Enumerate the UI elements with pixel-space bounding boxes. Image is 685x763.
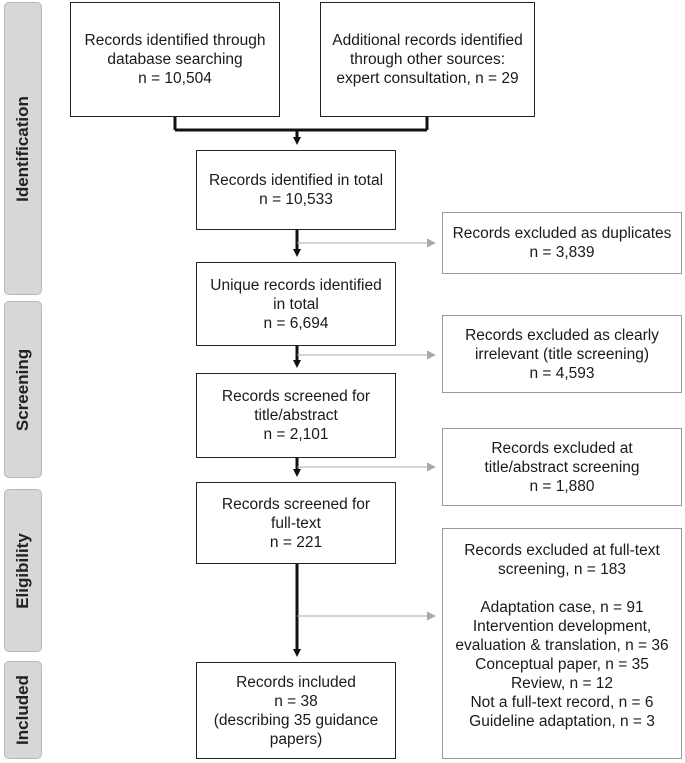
exclusion-reason: Guideline adaptation, n = 3	[469, 713, 655, 730]
box-text-line: full-text	[271, 514, 321, 532]
phase-included: Included	[4, 661, 42, 759]
box-text-line: n = 2,101	[263, 426, 329, 443]
box-text-line: Records excluded at	[491, 439, 633, 457]
box-excluded-title-abstract: Records excluded at title/abstract scree…	[442, 428, 682, 506]
exclusion-reason: Adaptation case, n = 91	[480, 599, 644, 616]
box-text-line: Additional records identified	[332, 32, 523, 49]
box-records-total: Records identified in total n = 10,533	[196, 150, 396, 230]
box-text-line: title/abstract	[254, 407, 338, 424]
exclusion-reason: Conceptual paper, n = 35	[475, 656, 649, 673]
box-text-line: (describing 35 guidance	[213, 711, 379, 729]
box-text-line: Records excluded as clearly	[465, 326, 659, 344]
box-text-line: n = 10,504	[138, 70, 212, 87]
box-text-line: Records excluded as duplicates	[452, 225, 672, 242]
box-screened-title-abstract: Records screened for title/abstract n = …	[196, 373, 396, 458]
box-text-line: through other sources:	[349, 51, 506, 68]
box-text-line: Records identified through	[84, 32, 266, 49]
box-text-line: papers)	[269, 730, 323, 748]
phase-identification: Identification	[4, 2, 42, 295]
box-text-line: n = 38	[274, 692, 318, 710]
exclusion-header-line: screening, n = 183	[498, 561, 626, 578]
exclusion-reason: Intervention development,	[472, 618, 652, 635]
exclusion-reason: Review, n = 12	[510, 675, 614, 692]
box-text-line: n = 4,593	[529, 364, 595, 382]
box-text-line: title/abstract screening	[484, 458, 640, 476]
box-screened-fulltext: Records screened for full-text n = 221	[196, 482, 396, 564]
box-excluded-duplicates: Records excluded as duplicates n = 3,839	[442, 212, 682, 274]
box-text-line: database searching	[107, 51, 243, 68]
box-text-line: Records identified in total	[208, 172, 384, 189]
box-text-line: n = 3,839	[529, 244, 595, 261]
box-text-line: n = 1,880	[529, 477, 595, 495]
box-text-line: expert consultation, n = 29	[336, 70, 519, 87]
box-records-included: Records included n = 38 (describing 35 g…	[196, 662, 396, 759]
phase-eligibility: Eligibility	[4, 489, 42, 652]
exclusion-header-line: Records excluded at full-text	[464, 542, 660, 559]
box-text-line: Unique records identified	[210, 276, 382, 294]
box-text-line: n = 10,533	[259, 191, 333, 208]
box-text-line: in total	[273, 295, 319, 313]
phase-screening: Screening	[4, 301, 42, 478]
box-text-line: irrelevant (title screening)	[474, 345, 649, 363]
box-unique-records: Unique records identified in total n = 6…	[196, 262, 396, 346]
box-text-line: Records screened for	[221, 388, 371, 405]
box-text-line: n = 6,694	[263, 314, 329, 332]
box-excluded-fulltext: Records excluded at full-text screening,…	[442, 528, 682, 759]
box-text-line: Records screened for	[221, 495, 371, 513]
box-additional-records: Additional records identified through ot…	[320, 2, 535, 117]
box-excluded-irrelevant: Records excluded as clearly irrelevant (…	[442, 315, 682, 393]
box-database-records: Records identified through database sear…	[70, 2, 280, 117]
exclusion-reason: evaluation & translation, n = 36	[455, 637, 669, 654]
box-text-line: Records included	[236, 673, 356, 691]
box-text-line: n = 221	[269, 533, 323, 551]
exclusion-reason: Not a full-text record, n = 6	[470, 694, 654, 711]
